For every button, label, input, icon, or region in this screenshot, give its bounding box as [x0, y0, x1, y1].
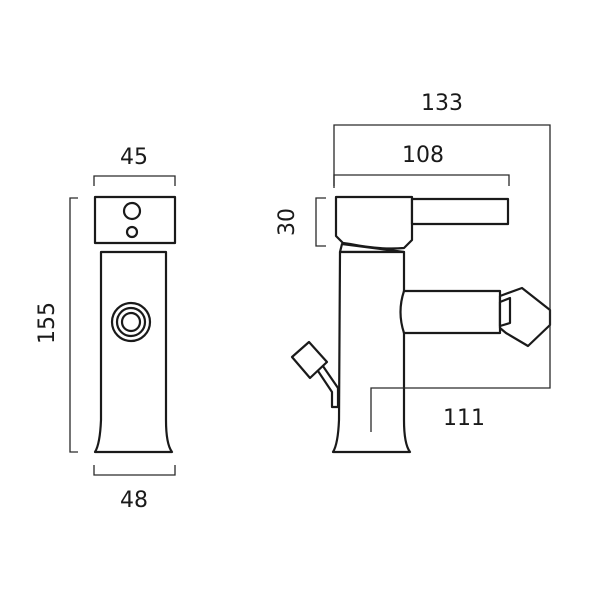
- dimension-label-108: 108: [402, 143, 444, 168]
- dimension-front-lever-width: 108: [333, 143, 510, 186]
- dimension-front-spout-reach: 111: [443, 406, 485, 431]
- dimension-label-155: 155: [35, 302, 60, 344]
- front-view-body: [331, 250, 412, 454]
- front-view-spout: [399, 289, 502, 335]
- dimension-side-height: 155: [35, 197, 78, 453]
- front-view-lever-head: [334, 195, 414, 250]
- dimension-label-48: 48: [120, 488, 148, 513]
- side-view-pin-hole-icon: [125, 225, 139, 239]
- dimension-label-45: 45: [120, 145, 148, 170]
- front-view: [290, 195, 552, 454]
- dimension-label-30: 30: [275, 208, 300, 236]
- front-view-nozzle-head: [498, 286, 552, 348]
- side-view-body: [93, 250, 174, 454]
- side-view: [93, 195, 177, 454]
- dimension-front-head-height: 30: [275, 197, 326, 247]
- dimension-side-top-width: 45: [93, 145, 176, 186]
- dimension-label-133: 133: [421, 91, 463, 116]
- dimension-label-111: 111: [443, 406, 485, 431]
- front-view-popup-knob: [290, 340, 329, 380]
- front-view-nozzle-collar: [498, 296, 512, 328]
- dimension-side-base-width: 48: [93, 465, 176, 513]
- side-view-nozzle-inner-icon: [120, 311, 142, 333]
- front-view-lever-arm: [410, 197, 510, 226]
- side-view-lever-hole-icon: [122, 201, 142, 221]
- dimension-front-overall-width: 133: [333, 91, 551, 432]
